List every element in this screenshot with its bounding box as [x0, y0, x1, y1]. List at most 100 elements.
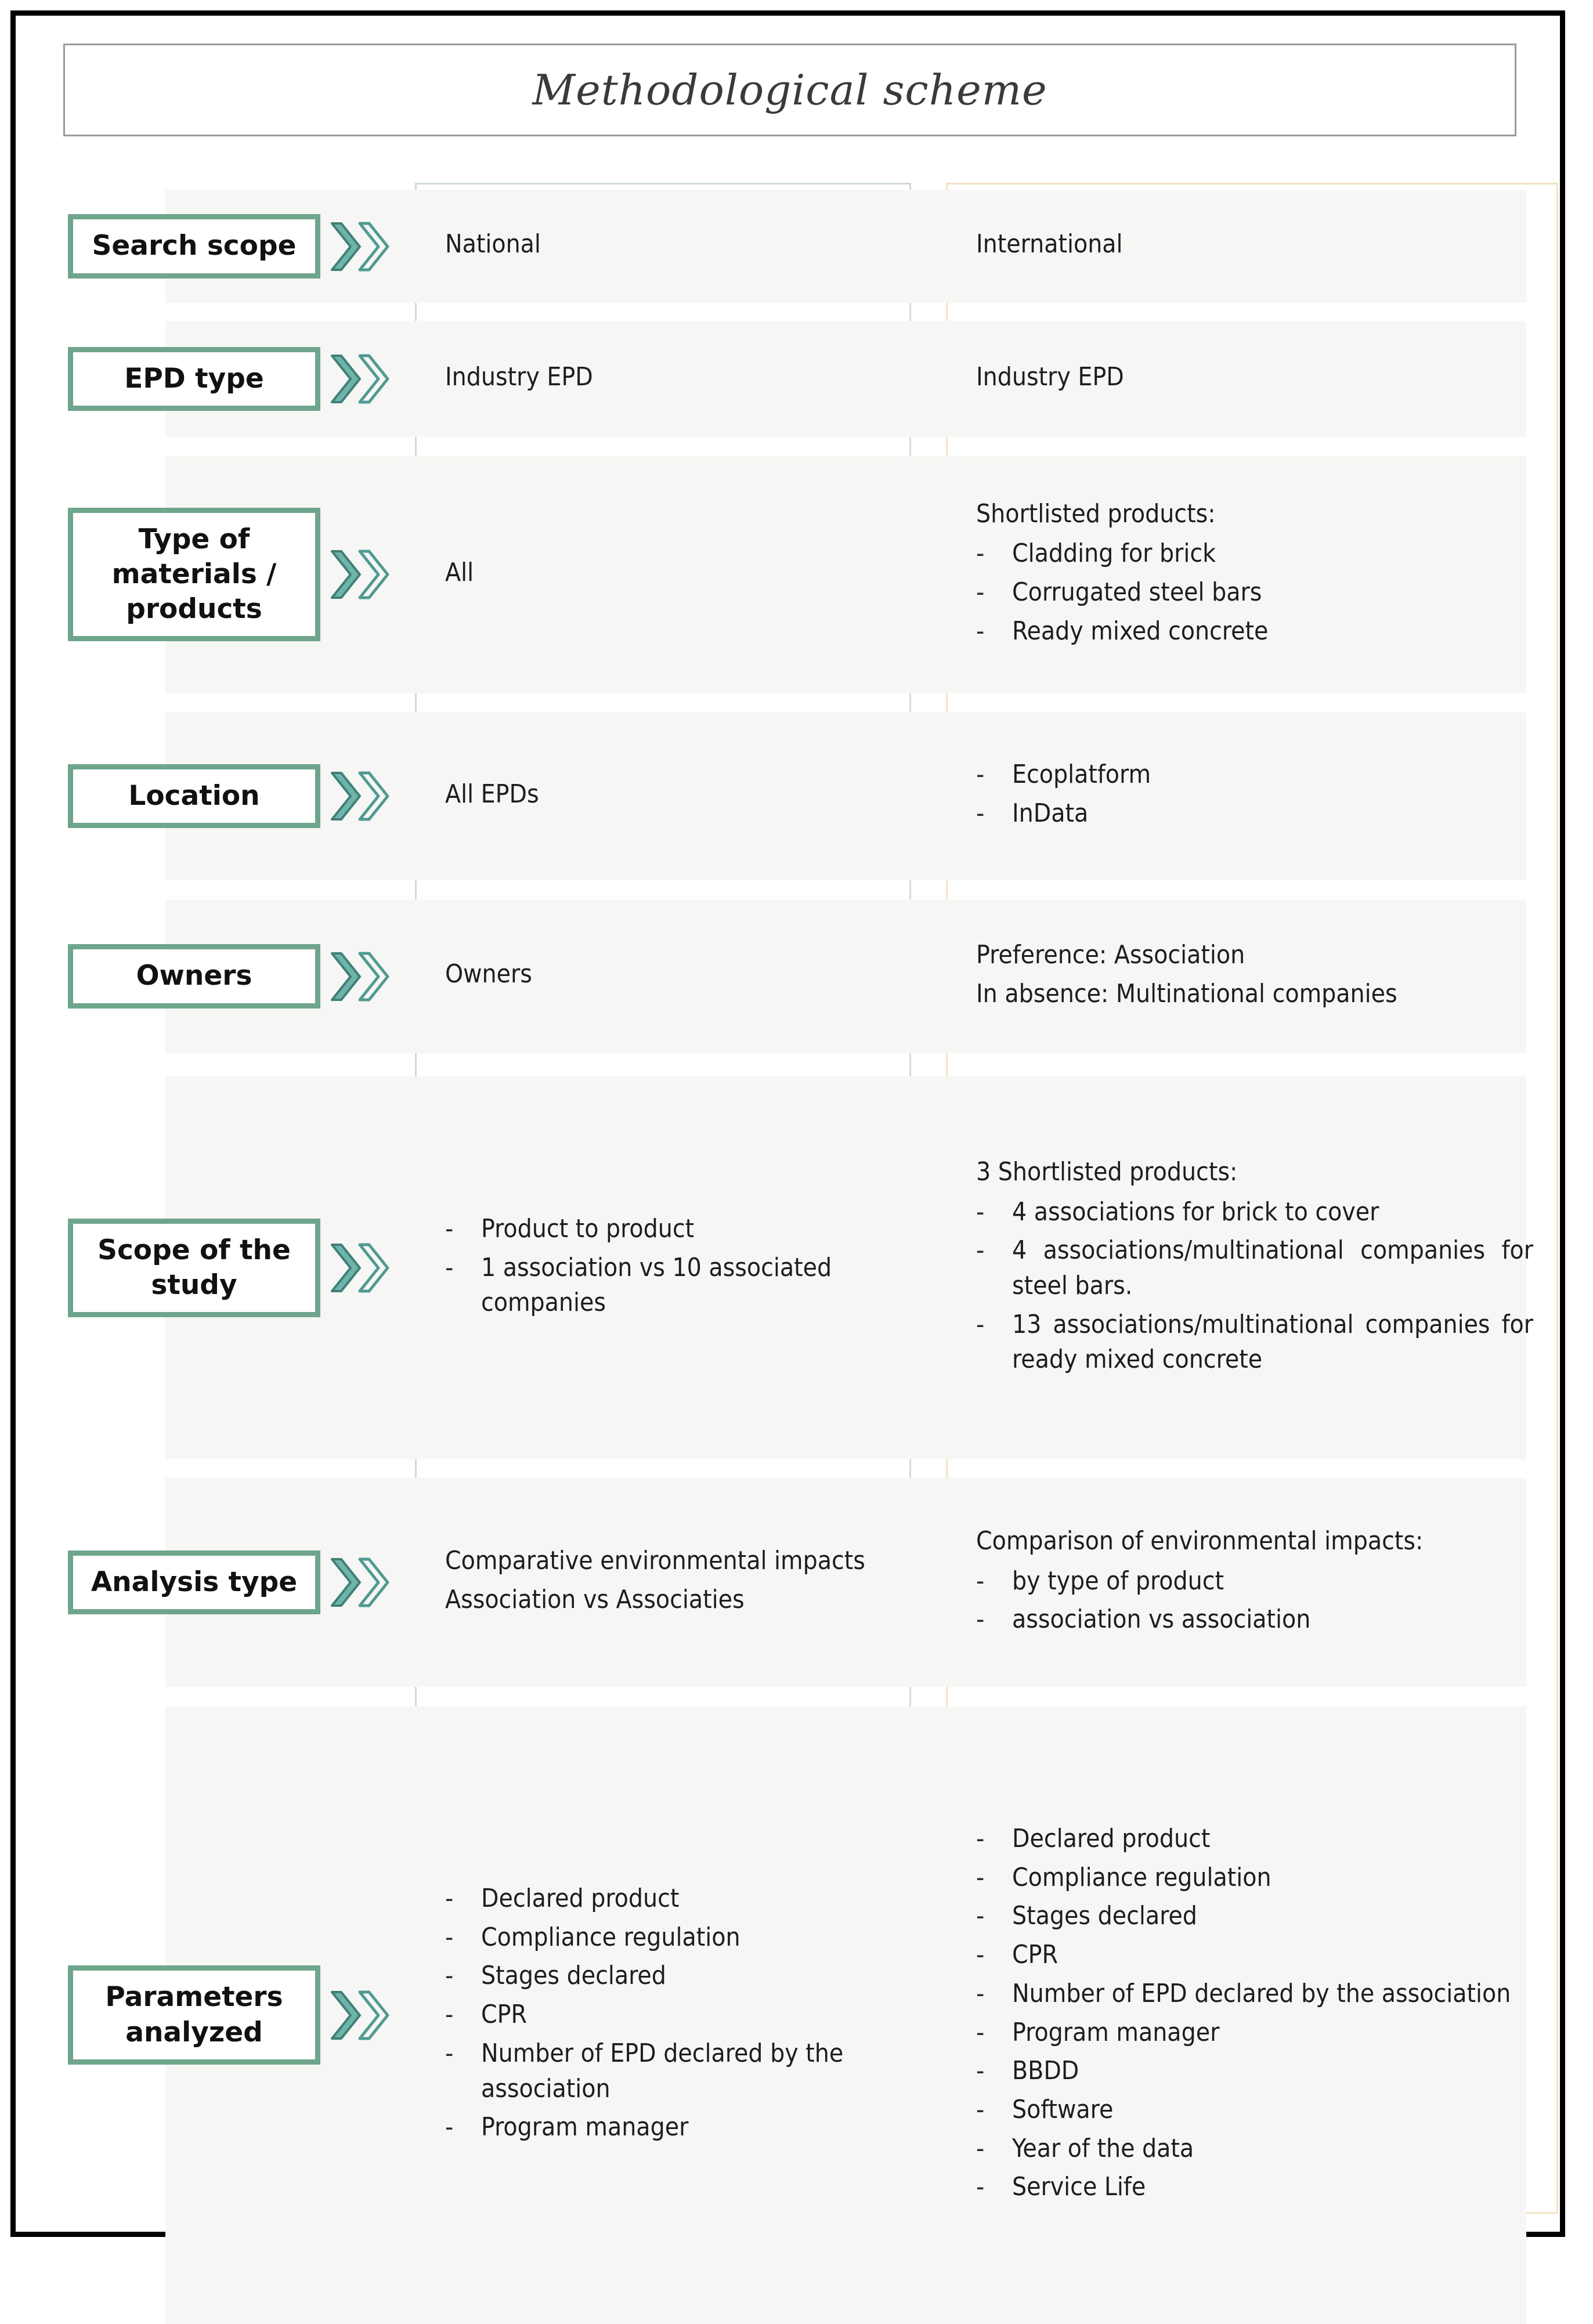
label-cell-parameters-analyzed: Parameters analyzed	[68, 1706, 404, 2324]
bullet-list: -Product to product-1 association vs 10 …	[445, 1212, 877, 1324]
cell-line: In absence: Multinational companies	[976, 978, 1397, 1009]
label-box-type-of-materials-products[interactable]: Type of materials / products	[68, 507, 320, 642]
scheme-row-parameters-analyzed: Parameters analyzed-Declared product-Com…	[16, 1706, 1560, 2324]
list-item-label: Program manager	[481, 2112, 689, 2142]
list-item-label: Number of EPD declared by the associatio…	[481, 2038, 844, 2103]
bullet-dash-icon: -	[976, 1901, 985, 1931]
chevron-holder	[330, 1555, 390, 1610]
list-item-label: BBDD	[1012, 2056, 1079, 2086]
list-item: -CPR	[445, 1997, 877, 2033]
bullet-dash-icon: -	[976, 2172, 985, 2202]
list-item: -Year of the data	[976, 2131, 1533, 2167]
label-box-epd-type[interactable]: EPD type	[68, 346, 320, 411]
cell-line: Shortlisted products:	[976, 498, 1216, 529]
list-item-label: Compliance regulation	[481, 1922, 740, 1952]
bullet-dash-icon: -	[976, 616, 985, 646]
double-chevron-icon	[331, 952, 389, 1001]
label-text: Type of materials / products	[111, 523, 277, 626]
chevron-holder	[330, 1240, 390, 1296]
row-band	[165, 190, 1526, 303]
chevron-holder	[330, 949, 390, 1004]
bullet-dash-icon: -	[445, 1252, 454, 1282]
bullet-list: -Declared product-Compliance regulation-…	[976, 1821, 1533, 2209]
bullet-dash-icon: -	[976, 1823, 985, 1853]
label-box-location[interactable]: Location	[68, 764, 320, 829]
cell-right-scope-of-the-study: 3 Shortlisted products:-4 associations f…	[976, 1076, 1533, 1459]
chevron-holder	[330, 1987, 390, 2043]
bullet-dash-icon: -	[445, 2000, 454, 2030]
label-box-search-scope[interactable]: Search scope	[68, 214, 320, 279]
list-item-label: CPR	[481, 2000, 528, 2030]
list-item-label: Stages declared	[1012, 1901, 1197, 1931]
label-box-analysis-type[interactable]: Analysis type	[68, 1550, 320, 1615]
list-item: -Declared product	[445, 1881, 877, 1917]
scheme-row-type-of-materials-products: Type of materials / products All Shortlist…	[16, 456, 1560, 693]
bullet-dash-icon: -	[445, 1883, 454, 1913]
list-item: -Software	[976, 2092, 1533, 2128]
double-chevron-icon	[331, 550, 389, 599]
chevron-holder	[330, 351, 390, 407]
row-band	[165, 321, 1526, 437]
bullet-dash-icon: -	[445, 2038, 454, 2068]
cell-line: Owners	[445, 959, 532, 989]
list-item: -BBDD	[976, 2054, 1533, 2089]
bullet-dash-icon: -	[976, 1309, 985, 1339]
list-item: -1 association vs 10 associated companie…	[445, 1250, 877, 1321]
bullet-dash-icon: -	[445, 1213, 454, 1244]
list-item: -Program manager	[976, 2015, 1533, 2051]
label-box-owners[interactable]: Owners	[68, 944, 320, 1009]
cell-left-type-of-materials-products: All	[445, 456, 877, 693]
list-item-label: Service Life	[1012, 2172, 1146, 2202]
list-item-label: Corrugated steel bars	[1012, 577, 1262, 607]
list-item-label: Declared product	[1012, 1823, 1211, 1853]
double-chevron-icon	[331, 771, 389, 821]
bullet-dash-icon: -	[976, 1862, 985, 1892]
label-box-scope-of-the-study[interactable]: Scope of the study	[68, 1218, 320, 1318]
label-box-parameters-analyzed[interactable]: Parameters analyzed	[68, 1965, 320, 2065]
list-item: -InData	[976, 796, 1533, 832]
cell-line: Industry EPD	[976, 362, 1124, 392]
label-text: Search scope	[92, 230, 297, 262]
cell-line: Preference: Association	[976, 939, 1245, 970]
cell-line: Industry EPD	[445, 362, 593, 392]
bullet-dash-icon: -	[445, 2112, 454, 2142]
list-item: -Program manager	[445, 2110, 877, 2145]
scheme-row-scope-of-the-study: Scope of the study -Product to product-1 …	[16, 1076, 1560, 1459]
bullet-dash-icon: -	[976, 1235, 985, 1266]
list-item-label: 4 associations/multinational companies f…	[1012, 1235, 1533, 1300]
cell-right-epd-type: Industry EPD	[976, 321, 1533, 437]
bullet-dash-icon: -	[445, 1961, 454, 1991]
list-item-label: Program manager	[1012, 2017, 1220, 2047]
cell-right-owners: Preference: Association In absence: Multi…	[976, 899, 1533, 1053]
cell-line: Comparative environmental impacts	[445, 1546, 865, 1576]
bullet-dash-icon: -	[976, 2133, 985, 2163]
label-cell-location: Location	[68, 712, 404, 880]
label-cell-type-of-materials-products: Type of materials / products	[68, 456, 404, 693]
list-item: -Product to product	[445, 1212, 877, 1247]
cell-left-scope-of-the-study: -Product to product-1 association vs 10 …	[445, 1076, 877, 1459]
list-item: -Stages declared	[445, 1958, 877, 1994]
bullet-dash-icon: -	[976, 1978, 985, 2008]
list-item-label: Ecoplatform	[1012, 760, 1151, 790]
list-item: -Ecoplatform	[976, 757, 1533, 793]
bullet-dash-icon: -	[976, 2017, 985, 2047]
cell-line: All	[445, 557, 474, 587]
scheme-row-analysis-type: Analysis type Comparative environmental i…	[16, 1478, 1560, 1687]
double-chevron-icon	[331, 222, 389, 271]
row-band	[165, 899, 1526, 1053]
row-band	[165, 456, 1526, 693]
list-item-label: Stages declared	[481, 1961, 666, 1991]
list-item: -Corrugated steel bars	[976, 575, 1533, 610]
label-cell-analysis-type: Analysis type	[68, 1478, 404, 1687]
label-cell-epd-type: EPD type	[68, 321, 404, 437]
bullet-dash-icon: -	[976, 1940, 985, 1970]
label-text: Scope of the study	[97, 1234, 291, 1301]
cell-left-epd-type: Industry EPD	[445, 321, 877, 437]
bullet-list: -Declared product-Compliance regulation-…	[445, 1881, 877, 2149]
list-item-label: CPR	[1012, 1940, 1059, 1970]
bullet-dash-icon: -	[976, 1566, 985, 1596]
bullet-list: -by type of product-association vs assoc…	[976, 1564, 1533, 1641]
list-item: -CPR	[976, 1938, 1533, 1973]
